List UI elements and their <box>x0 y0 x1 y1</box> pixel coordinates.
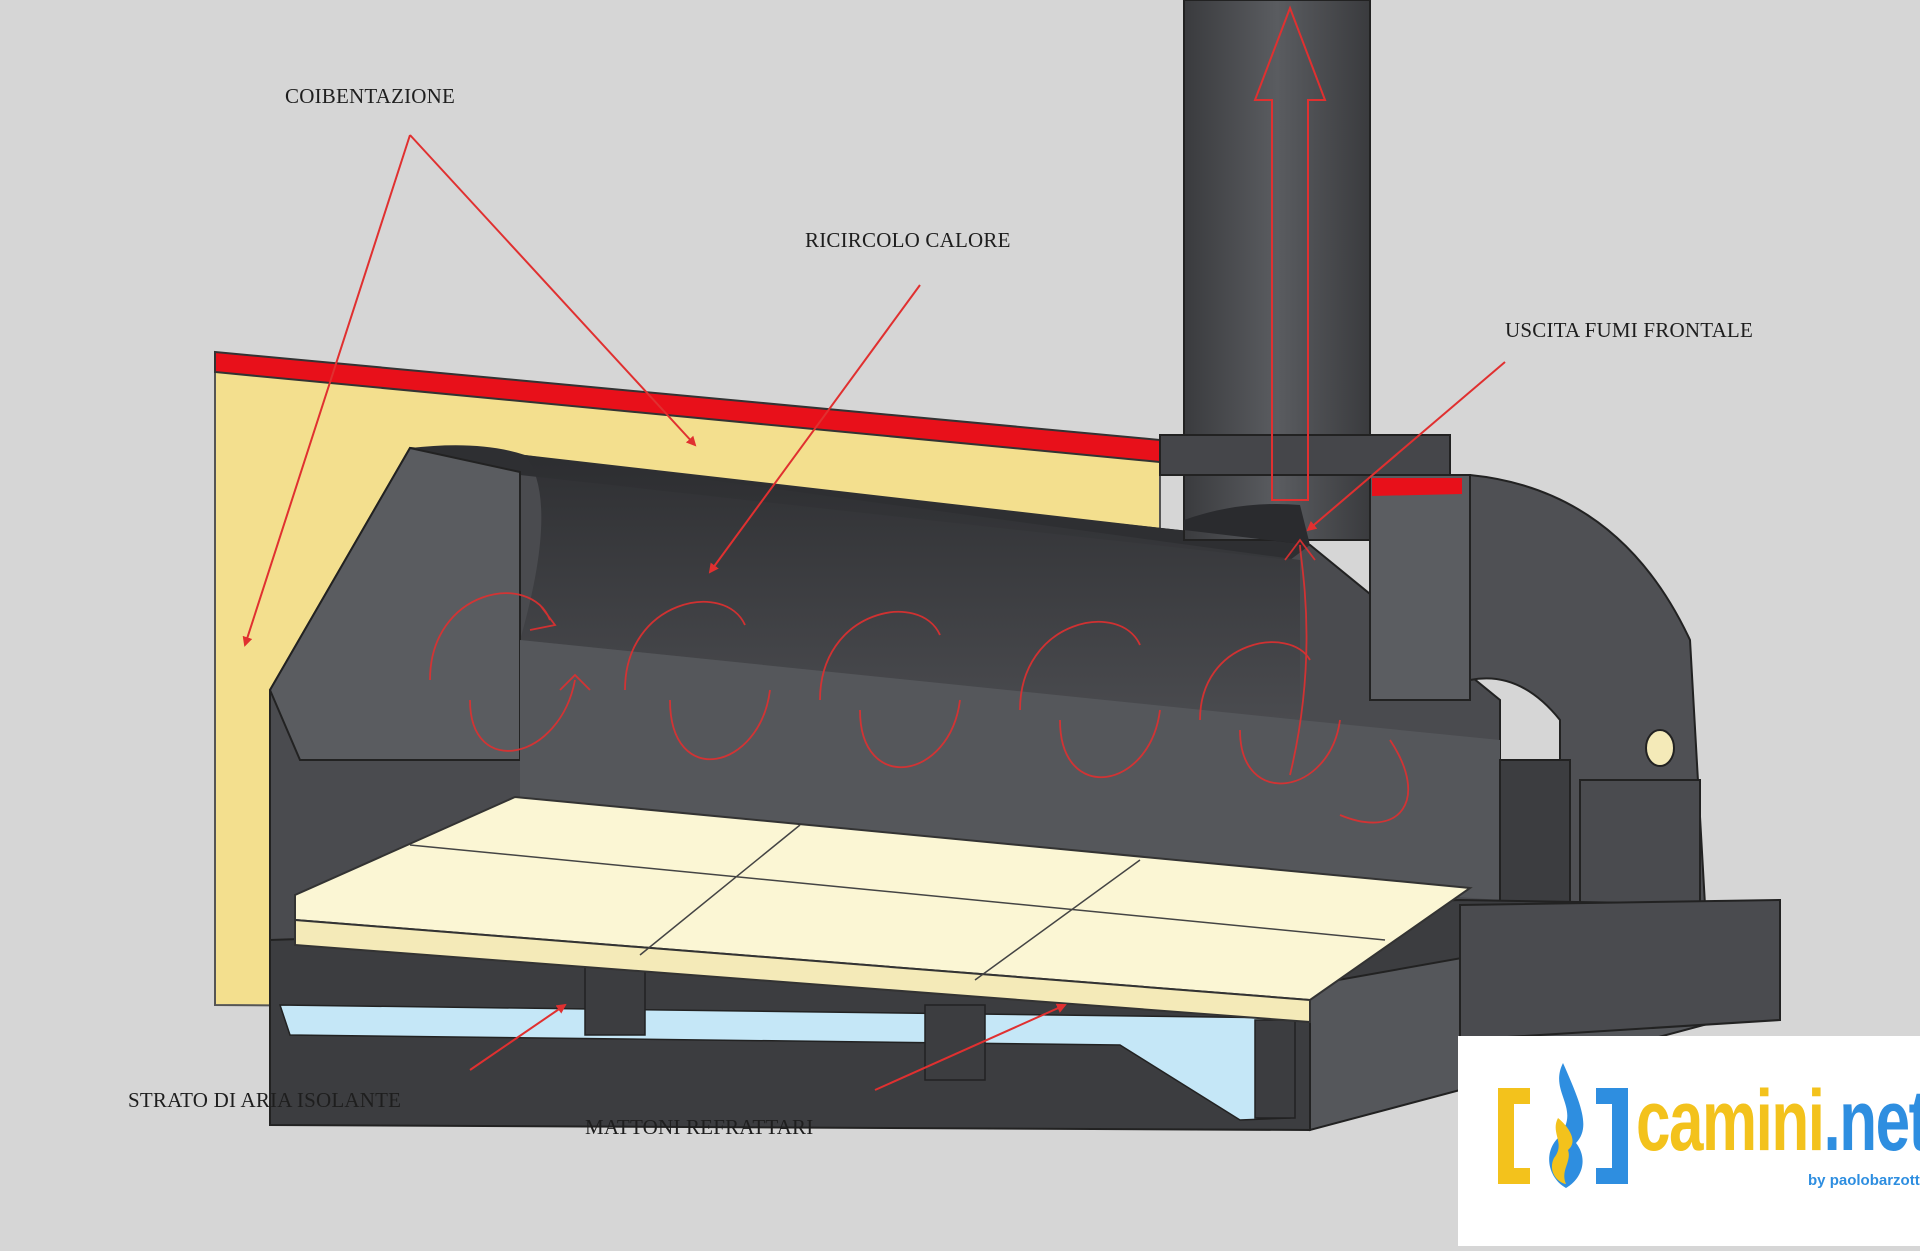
firebrick-floor <box>294 795 1473 1024</box>
label-coibentazione: COIBENTAZIONE <box>285 84 456 108</box>
label-uscita-fumi-frontale: USCITA FUMI FRONTALE <box>1505 318 1753 342</box>
front-arch <box>1369 474 1707 921</box>
leader-lines <box>242 134 1506 1091</box>
label-mattoni-refrattari: MATTONI REFRATTARI <box>585 1115 814 1139</box>
flame-icon <box>1498 1063 1628 1188</box>
logo-brand: camini.net <box>1636 1073 1920 1169</box>
label-strato-aria-isolante: STRATO DI ARIA ISOLANTE <box>128 1088 402 1112</box>
heat-swirl-arrows <box>429 538 1409 824</box>
logo-byline: by paolobarzotti <box>1808 1172 1920 1189</box>
camini-net-logo: camini.net by paolobarzotti <box>1458 1036 1920 1246</box>
flue-up-arrow <box>1253 5 1327 501</box>
label-ricircolo-calore: RICIRCOLO CALORE <box>805 228 1011 252</box>
chimney <box>1159 0 1451 545</box>
